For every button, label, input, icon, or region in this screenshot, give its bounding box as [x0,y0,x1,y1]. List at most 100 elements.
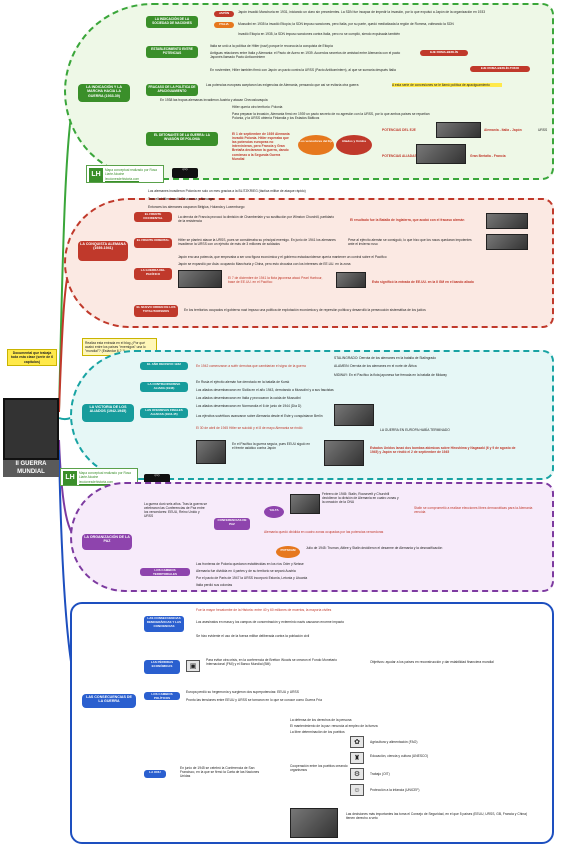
ofen-red: LA GUERRA EN EUROPA HABÍA TERMINADO [380,428,450,432]
apaciguamiento-node[interactable]: FRACASO DE LA POLÍTICA DE APACIGUAMIENTO [146,84,198,96]
root-image [3,398,59,460]
polonia-node[interactable]: EL DETONANTE DE LA GUERRA: LA INVASIÓN D… [146,132,218,146]
year-1942-node[interactable]: EL AÑO DECISIVO 1942 [140,362,188,370]
allied-victory-node[interactable]: LA VICTORIA DE LOS ALIADOS (1942-1945) [82,404,134,422]
peace-intro: La guerra duró seis años. Tras la guerra… [144,502,208,519]
allied-victory-panel [70,350,554,480]
sdn-item-2: Mussolini en 1935 la invadió Etiopía; la… [238,22,454,26]
peace-node[interactable]: LA ORGANIZACIÓN DE LA PAZ [82,534,132,550]
axis-pill-2: EJE ROMA-BERLÍN-TOKIO [470,66,530,72]
onu-item-7: Protección a la infancia (UNICEF) [370,788,420,792]
italy-pill: ITALIA [214,22,234,28]
conquest-intro-2: Tras ello Hitler invadió Dinamarca y Nor… [148,197,214,201]
sdn-node[interactable]: LA INDICACIÓN DE LA SOCIEDAD DE NACIONES [146,16,198,28]
credits-site[interactable]: leccionesdehistoria.com [105,177,140,181]
pacifico-node[interactable]: LA GUERRA DEL PACÍFICO [134,268,172,280]
year-1942-text: En 1942 comenzaron a sufrir derrotas que… [196,364,306,368]
fao-icon: ✿ [350,736,364,748]
yalta-red: Stalin se comprometió a realizar eleccio… [414,506,533,515]
security-council-photo [290,808,338,838]
axis-powers-label: POTENCIAS DEL EJE [382,128,416,132]
hiroshima-text: Estados Unidos lanzó dos bombas atómicas… [370,446,516,455]
polonia-item-1: Hitler quería otro territorio: Polonia [232,105,283,109]
occidental-photo [486,213,528,229]
axis-members: Alemania - Italia - Japón [484,128,522,132]
pearl-harbour-photo [178,270,222,288]
potsdam-red: Alemania quedó dividida en cuatro zonas … [264,530,384,534]
german-conquest-node[interactable]: LA CONQUISTA ALEMANA (1939-1941) [78,241,128,261]
potencias-item-2: Antiguas relaciones entre Italia y Alema… [210,51,401,60]
potsdam-text: Julio de 1945: Truman, Attlee y Stalin d… [306,546,443,550]
oit-icon: ⚙ [350,768,364,780]
ori-red: Pese al ejército alemán se consiguió, lo… [348,238,472,247]
potencias-item-3: En noviembre, Hitler también firmó con J… [210,68,396,72]
occ-red: El resultado fue la Batalla de Inglaterr… [350,218,465,222]
cc-license-icon-2: (cc) [144,473,170,484]
onu-node[interactable]: LA ONU [144,770,166,778]
demographic-node[interactable]: LAS CONSECUENCIAS DEMOGRÁFICAS Y LAS CON… [144,616,184,632]
polonia-item-3: El 1 de septiembre de 1939 Alemania inva… [232,132,290,161]
contra-text-3: Los aliados desembarcaron en Italia y pr… [196,396,301,400]
conferencias-node[interactable]: CONFERENCIAS DE PAZ [214,518,250,530]
potsdam-node[interactable]: POTSDAM [276,546,300,558]
ofen-text-1: Los aliados desembarcaron en Normandía e… [196,404,302,408]
credits-site-2[interactable]: leccionesdehistoria.com [79,480,114,484]
yalta-photo [290,494,320,514]
trat-text-2: Alemania fue dividida en 4 partes y de s… [196,569,296,573]
onu-council: Las decisiones más importantes las toma … [346,812,528,821]
credits-made-with-2: Mapa conceptual realizado por Rosa Liart… [79,471,131,479]
root-title: II GUERRA MUNDIAL [3,460,59,477]
documental-note[interactable]: Documental que trabaja toda esta clase (… [7,349,57,366]
axis-circle: Los vencedores del Eje [298,135,334,155]
lh-logo-icon-2: LH [63,471,77,485]
pac-text-1: Japón era una potencia, que empezaba a s… [178,255,387,259]
allied-powers-label: POTENCIAS ALIADAS [382,154,417,158]
conquest-intro-1: Los alemanes invadieron Polonia en solo … [148,189,306,193]
axis-leaders-photo [436,122,481,138]
apaciguamiento-item-3: En 1938 las tropas alemanas invadieron A… [160,98,268,102]
pol-text-2: Pronto las tensiones entre EEUU y URSS s… [186,698,322,702]
oriental-photo [486,234,528,250]
consequences-node[interactable]: LAS CONSECUENCIAS DE LA GUERRA [82,694,136,708]
economic-node[interactable]: LAS PÉRDIDAS ECONÓMICAS [144,660,180,674]
credits-box-top[interactable]: LH Mapa conceptual realizado por Rosa Li… [86,165,164,183]
nuevo-orden-node[interactable]: EL NUEVO ORDEN DE LOS TOTALITARISMOS [134,305,178,317]
credits-box-bottom[interactable]: LH Mapa conceptual realizado por Rosa Li… [60,468,138,486]
demo-text-2: Los asesinatos en masa y los campos de c… [196,620,345,624]
potencias-item-1: Italia se unió a la política de Hitler (… [210,44,333,48]
demo-text-3: Se hizo evidente el uso de la fuerza mil… [196,634,310,638]
onu-item-5: Educación, ciencia y cultura (UNESCO) [370,754,429,758]
contra-text-2: Los aliados desembarcaron en Sicilia en … [196,388,334,392]
pacific-text: En el Pacífico la guerra seguía, pues EE… [232,442,311,451]
ofensivas-node[interactable]: LAS OFENSIVAS FINALES ALIADAS (1944-45) [140,408,188,418]
consequences-panel [70,602,554,844]
truman-photo [196,440,226,464]
frente-oriental-node[interactable]: EL FRENTE ORIENTAL [134,238,172,248]
allies-circle: Aliados y Unidos [336,135,372,155]
econ-red: Objetivos: ayudar a los países en recons… [370,660,494,664]
onu-coop: Cooperación entre los pueblos creando or… [290,764,348,773]
normandy-photo [334,404,374,426]
polonia-item-2: Para preparar la invasión, Alemania firm… [232,112,430,121]
bank-icon: ▣ [186,660,200,672]
causes-march-node[interactable]: LA INDICACIÓN Y LA MARCHA HACIA LA GUERR… [78,84,130,102]
stalingrad-text: STALINGRADO: Derrota de los alemanes en … [334,356,437,360]
onu-text: En junio de 1945 se celebró la Conferenc… [180,766,260,779]
onu-item-1: La defensa de los derechos de la persona [290,718,352,722]
apaciguamiento-item-1: Las potencias europeas aceptaron las exi… [206,83,359,87]
trat-text-1: Las fronteras de Polonia quedaron establ… [196,562,304,566]
contraofensiva-node[interactable]: LA CONTRAOFENSIVA ALIADA (1943) [140,382,188,392]
tratados-node[interactable]: LOS CAMBIOS TERRITORIALES [140,568,190,576]
onu-item-4: Agricultura y alimentación (FAO) [370,740,418,744]
potencias-node[interactable]: ESTABLECIMIENTO ENTRE POTENCIAS [146,46,198,58]
yalta-node[interactable]: YALTA [264,506,284,518]
midway-text: MIDWAY: En el Pacífico la flota japonesa… [334,373,447,377]
hiroshima-photo [324,440,364,466]
ofen-text-3: El 30 de abril de 1945 Hitler se suicidó… [196,426,303,430]
nuevo-text: En los territorios ocupados el gobierno … [184,308,426,312]
japan-pill: JAPÓN [214,11,234,17]
political-node[interactable]: LOS CAMBIOS POLÍTICOS [144,692,180,700]
frente-occidental-node[interactable]: EL FRENTE OCCIDENTAL [134,212,172,222]
occ-text: La derrota de Francia provocó la dimisió… [178,215,335,224]
cc-license-icon: (cc) [172,167,198,178]
